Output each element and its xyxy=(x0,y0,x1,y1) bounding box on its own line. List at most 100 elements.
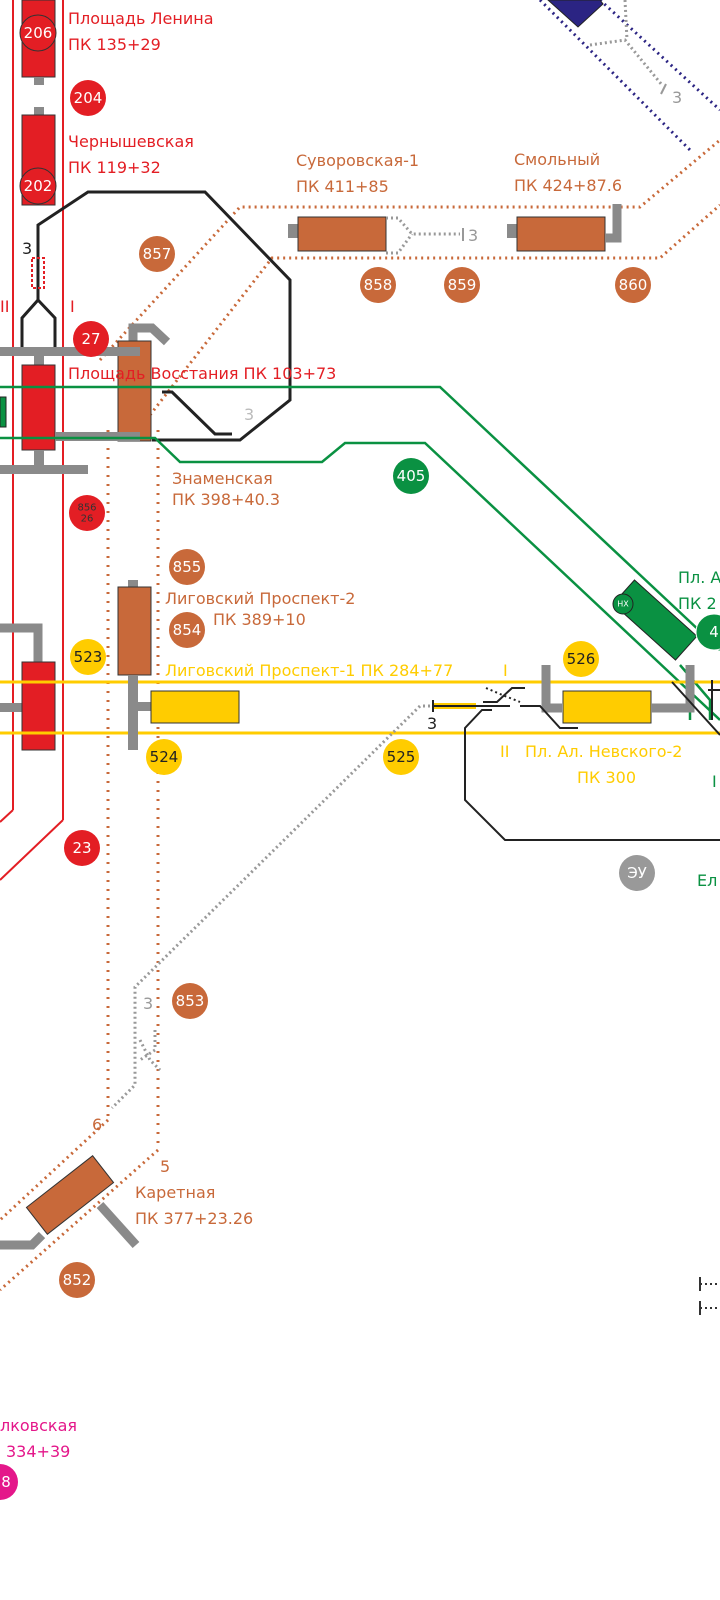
badge-text: 854 xyxy=(173,621,202,639)
ligovsky-prospekt-2-platform[interactable] xyxy=(117,586,152,676)
station-name-znamenskaya[interactable]: Знаменская xyxy=(172,469,273,488)
gray-connecting-branch xyxy=(139,1030,157,1062)
badge-524[interactable]: 524 xyxy=(146,739,182,775)
badge-text: 8 xyxy=(1,1473,11,1491)
pl-al-nevskogo-1-platform[interactable] xyxy=(612,579,698,661)
depot-connection xyxy=(0,465,88,474)
blue-station-platform xyxy=(547,0,604,28)
track-number-6: 6 xyxy=(92,1115,102,1134)
badge-204[interactable]: 204 xyxy=(70,80,106,116)
station-name-ploshchad-vosstaniya[interactable]: Площадь Восстания ПК 103+73 xyxy=(68,364,336,383)
badge-202[interactable]: 202 xyxy=(19,167,57,205)
badge-text: 526 xyxy=(567,650,596,668)
station-name-pl-al-nevskogo-2[interactable]: Пл. Ал. Невского-2 xyxy=(525,742,682,761)
track-number-3: 3 xyxy=(143,994,153,1013)
badge-text: 405 xyxy=(397,467,426,485)
badge-854[interactable]: 854 xyxy=(169,612,205,648)
brown-track-diag-left xyxy=(0,1118,110,1222)
badge-eu[interactable]: ЭУ xyxy=(619,855,655,891)
badge-858[interactable]: 858 xyxy=(360,267,396,303)
station-name-suvorovskaya-1[interactable]: Суворовская-1 xyxy=(296,151,419,170)
track-label-II: II xyxy=(500,742,509,761)
station-name-pl-al-nevskogo-1[interactable]: Пл. А xyxy=(678,568,720,587)
switch-track-dotted xyxy=(485,687,521,703)
station-name-ligovsky-1[interactable]: Лиговский Проспект-1 ПК 284+77 xyxy=(165,661,453,680)
blue-service-track xyxy=(589,38,664,86)
track-number-5: 5 xyxy=(160,1157,170,1176)
badge-860[interactable]: 860 xyxy=(615,267,651,303)
station-name-purple-partial[interactable]: лковская xyxy=(0,1416,77,1435)
service-loop xyxy=(36,190,292,442)
badge-text: 206 xyxy=(24,24,53,42)
badge-206[interactable]: 206 xyxy=(19,14,57,52)
gray-connecting-track xyxy=(110,704,430,1110)
badge-859[interactable]: 859 xyxy=(444,267,480,303)
depot-stub xyxy=(128,675,138,750)
blue-service-branch xyxy=(623,0,629,41)
blue-line-tracks xyxy=(538,0,720,152)
badge-27[interactable]: 27 xyxy=(73,321,109,357)
badge-23[interactable]: 23 xyxy=(64,830,100,866)
crossover-mark xyxy=(31,257,45,289)
pl-al-nevskogo-2-platform[interactable] xyxy=(562,690,652,724)
badge-853[interactable]: 853 xyxy=(172,983,208,1019)
suvorovskaya-1-platform[interactable] xyxy=(297,216,387,252)
dead-end-tracks xyxy=(699,1277,720,1315)
red-track-1-end xyxy=(0,809,14,823)
service-siding xyxy=(162,390,232,436)
track-number-3: 3 xyxy=(427,714,437,733)
service-loop-lower xyxy=(464,709,720,841)
red-track-2-end xyxy=(0,819,64,881)
depot-stub xyxy=(0,623,43,662)
depot-stub xyxy=(507,224,517,238)
depot-stub xyxy=(34,450,44,470)
service-loop-track xyxy=(36,190,292,442)
depot-stub xyxy=(128,323,171,346)
siding-track xyxy=(520,705,578,729)
znamenskaya-platform[interactable] xyxy=(117,340,152,442)
badge-526[interactable]: 526 xyxy=(563,641,599,677)
station-name-ploshchad-lenina[interactable]: Площадь Ленина xyxy=(68,9,214,28)
badge-525[interactable]: 525 xyxy=(383,739,419,775)
badge-green-partial[interactable]: 4 xyxy=(695,613,720,651)
station-name-smolny[interactable]: Смольный xyxy=(514,150,600,169)
ploshchad-vosstaniya-platform[interactable] xyxy=(21,364,56,451)
station-name-ligovsky-2[interactable]: Лиговский Проспект-2 xyxy=(165,589,355,608)
badge-nx[interactable]: НХ xyxy=(612,593,634,615)
red-lower-platform[interactable] xyxy=(21,661,56,751)
service-track xyxy=(671,681,720,736)
station-name-karetnaya[interactable]: Каретная xyxy=(135,1183,215,1202)
gray-service-track xyxy=(110,704,430,1110)
badge-text: 855 xyxy=(173,558,202,576)
depot-stub xyxy=(34,355,44,365)
depot-stub xyxy=(0,1231,46,1250)
badge-855[interactable]: 855 xyxy=(169,549,205,585)
depot-stub xyxy=(128,580,138,590)
service-track xyxy=(20,245,40,355)
karetnaya-platform[interactable] xyxy=(25,1155,115,1235)
station-pk-ligovsky-2: ПК 389+10 xyxy=(213,610,306,629)
depot-stub xyxy=(96,1201,140,1249)
badge-852[interactable]: 852 xyxy=(59,1262,95,1298)
station-name-chernyshevskaya[interactable]: Чернышевская xyxy=(68,132,194,151)
badge-405[interactable]: 405 xyxy=(393,458,429,494)
badge-857[interactable]: 857 xyxy=(139,236,175,272)
badge-523[interactable]: 523 xyxy=(70,639,106,675)
blue-track-left xyxy=(538,0,692,152)
smolny-platform[interactable] xyxy=(516,216,606,252)
green-platform-partial[interactable] xyxy=(0,396,7,428)
green-platform-group xyxy=(612,579,698,661)
badge-text: 525 xyxy=(387,748,416,766)
badge-text: 857 xyxy=(143,245,172,263)
brown-track-lower xyxy=(148,203,720,416)
track-number-3: 3 xyxy=(22,239,32,258)
ligovsky-prospekt-1-platform[interactable] xyxy=(150,690,240,724)
depot-stub xyxy=(651,665,695,713)
badge-purple-partial[interactable]: 8 xyxy=(0,1464,18,1500)
green-track-upper xyxy=(0,385,720,651)
depot-stub xyxy=(0,703,22,712)
station-name-green-bottom-partial[interactable]: Ел xyxy=(697,871,717,890)
badge-subtext: 26 xyxy=(81,514,94,525)
badge-text: 852 xyxy=(63,1271,92,1289)
